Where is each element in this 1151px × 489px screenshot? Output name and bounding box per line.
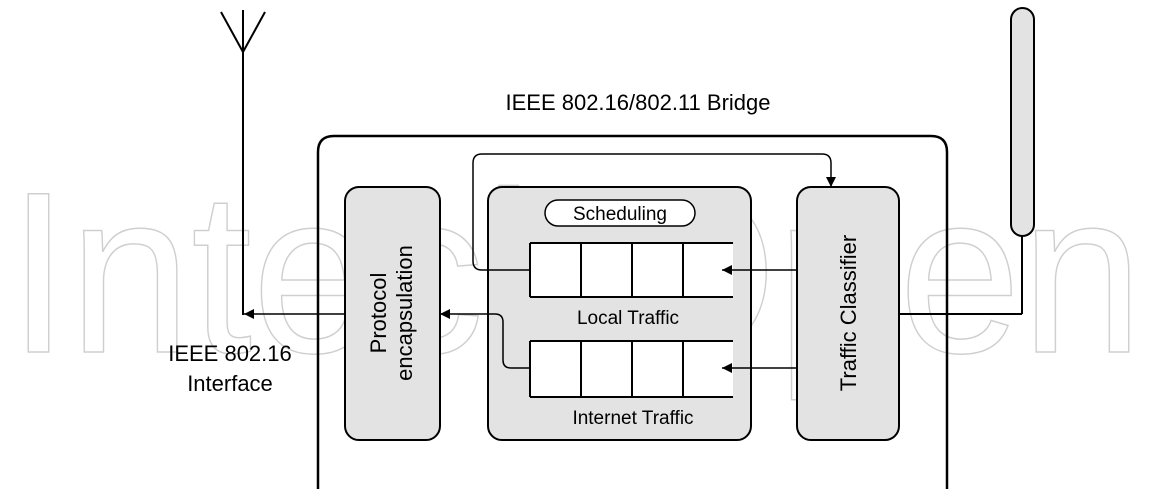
scheduling-pill [544,199,696,227]
interface-label-line2: Interface [187,371,273,396]
traffic-classifier-block [796,186,900,441]
local-traffic-label: Local Traffic [577,308,679,329]
internet-traffic-queue [529,340,733,398]
protocol-label-line1: Protocol [366,273,391,354]
arrow-local-loop-to-classifier [472,153,836,271]
protocol-label-line2: encapsulation [392,245,417,381]
traffic-classifier-label: Traffic Classifier [836,235,861,391]
cable-icon [898,7,1035,315]
bridge-container [316,134,949,489]
antenna-icon [220,10,266,315]
arrow-internet-to-protocol [440,309,530,369]
scheduling-label: Scheduling [573,204,667,225]
local-traffic-queue [529,242,733,298]
interface-label-line1: IEEE 802.16 [168,341,292,366]
internet-traffic-label: Internet Traffic [572,408,693,429]
bridge-title: IEEE 802.16/802.11 Bridge [505,90,770,115]
